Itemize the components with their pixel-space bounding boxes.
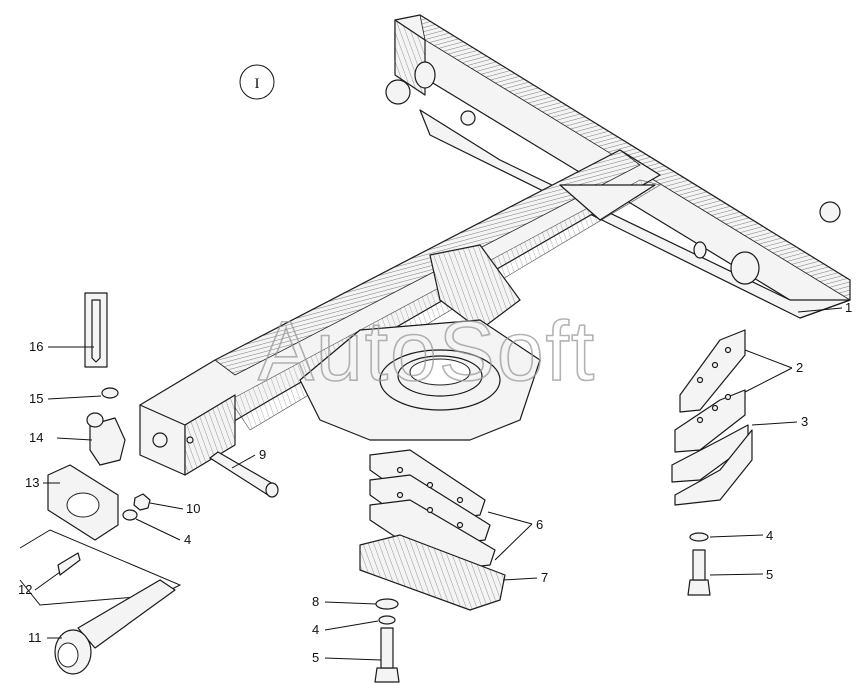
callout-4: 4 — [312, 622, 319, 637]
callout-4: 4 — [766, 528, 773, 543]
callout-4: 4 — [184, 532, 191, 547]
watermark: AutoSoft — [258, 304, 596, 398]
leader-lines — [34, 307, 843, 661]
callout-7: 7 — [541, 570, 548, 585]
callout-5: 5 — [766, 567, 773, 582]
callout-2: 2 — [796, 360, 803, 375]
view-marker: I — [239, 64, 275, 100]
callout-8: 8 — [312, 594, 319, 609]
callout-3: 3 — [801, 414, 808, 429]
callout-6: 6 — [536, 517, 543, 532]
callout-13: 13 — [25, 475, 39, 490]
callout-12: 12 — [18, 582, 32, 597]
support-plates — [359, 449, 506, 611]
callouts: 1 2 3 4 5 6 7 8 4 5 9 10 4 11 12 13 14 1… — [18, 300, 852, 665]
callout-5: 5 — [312, 650, 319, 665]
drawbar-frame — [139, 14, 851, 476]
callout-16: 16 — [29, 339, 43, 354]
callout-11: 11 — [28, 630, 42, 645]
callout-1: 1 — [845, 300, 852, 315]
spacer-plates — [671, 329, 753, 506]
callout-14: 14 — [29, 430, 43, 445]
fasteners — [19, 292, 711, 683]
callout-9: 9 — [259, 447, 266, 462]
callout-15: 15 — [29, 391, 43, 406]
callout-10: 10 — [186, 501, 200, 516]
view-marker-label: I — [255, 76, 260, 92]
